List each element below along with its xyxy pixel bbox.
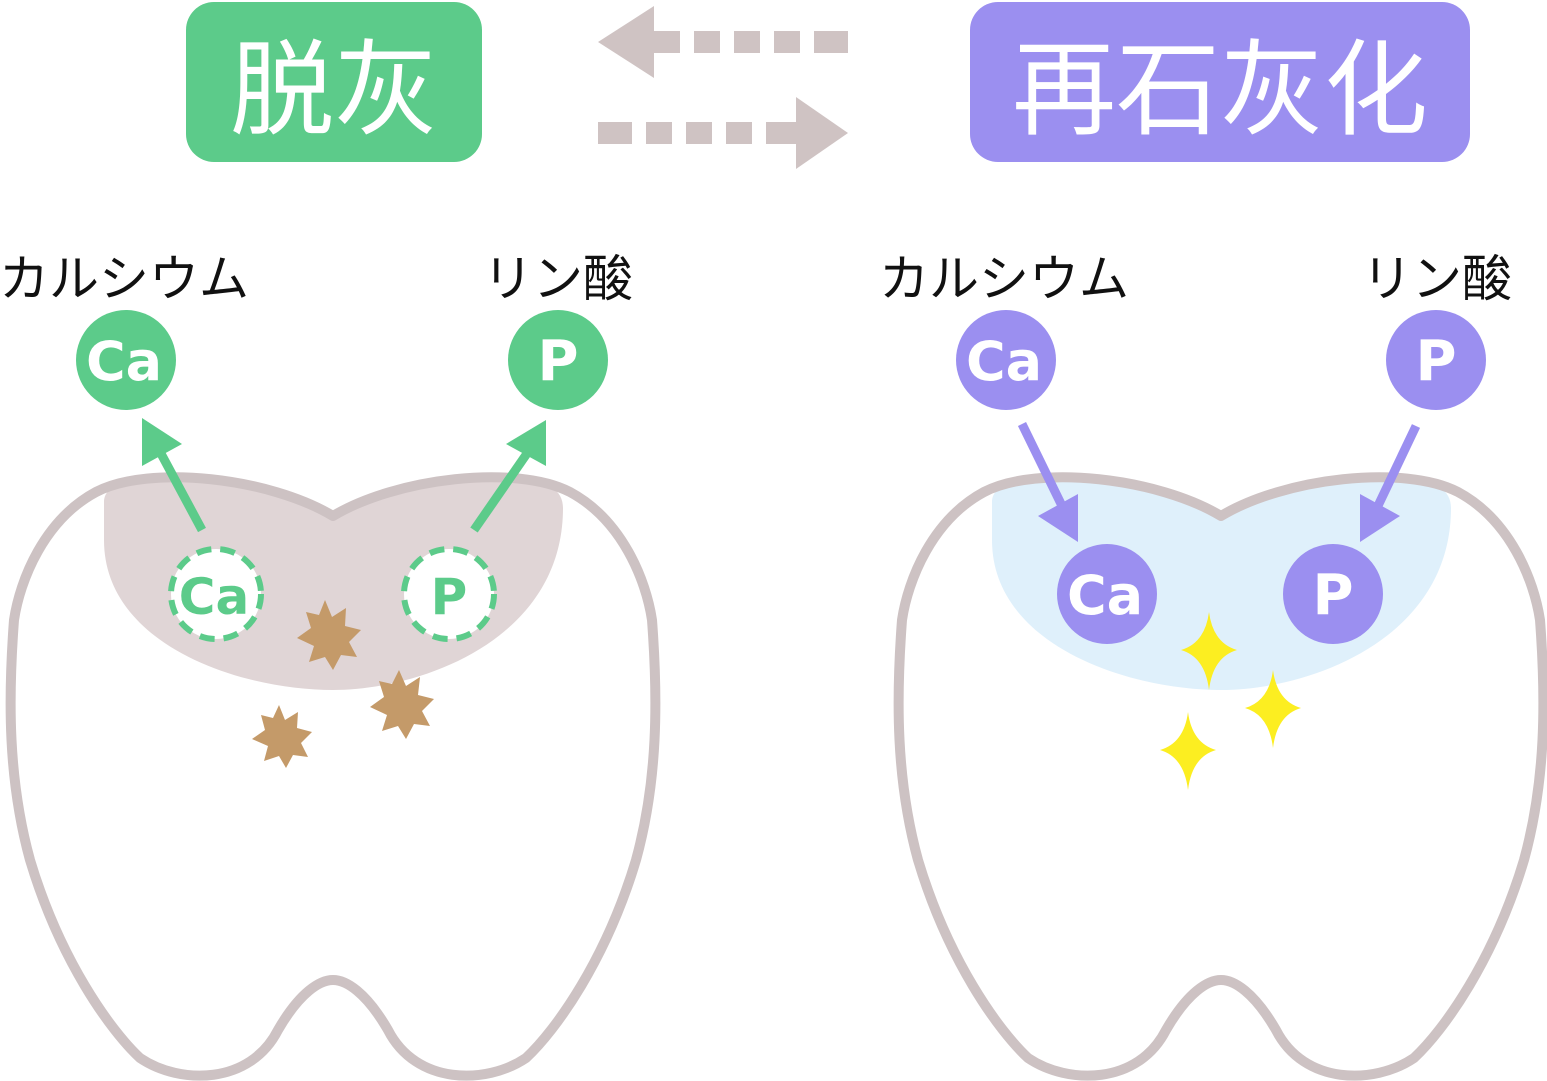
svg-text:Ca: Ca (179, 568, 249, 626)
demineralization-title-badge: 脱灰 (186, 2, 482, 162)
demineralized-tooth: Ca P (5, 418, 661, 1081)
arrow-to-demineralization (598, 6, 848, 78)
incoming-calcium-ion: Ca (956, 310, 1056, 410)
svg-text:Ca: Ca (86, 330, 162, 393)
calcium-uptake-arrow (1017, 422, 1078, 542)
reversible-arrows-icon (598, 6, 848, 169)
sparkle-icon (1160, 612, 1301, 790)
tooth-outline (893, 472, 1547, 1081)
demineralization-phosphate-label: リン酸 (483, 250, 633, 308)
released-calcium-ion: Ca (76, 310, 176, 410)
remineralization-phosphate-label: リン酸 (1362, 250, 1512, 308)
phosphate-release-arrow (470, 420, 546, 533)
remineralized-tooth: Ca P (893, 422, 1547, 1081)
dissolved-phosphate-ion: P (401, 546, 497, 642)
incoming-phosphate-ion: P (1386, 310, 1486, 410)
svg-text:P: P (431, 568, 468, 626)
tooth-outline (5, 472, 661, 1081)
restored-phosphate-ion: P (1283, 544, 1383, 644)
demineralization-title: 脱灰 (230, 29, 438, 151)
restored-calcium-ion: Ca (1057, 544, 1157, 644)
calcium-release-arrow (142, 418, 206, 533)
svg-text:P: P (537, 329, 578, 394)
remineralization-title-badge: 再石灰化 (970, 2, 1470, 162)
demineralization-calcium-label: カルシウム (0, 250, 249, 308)
svg-text:P: P (1415, 329, 1456, 394)
dissolved-calcium-ion: Ca (168, 546, 264, 642)
remineralization-calcium-label: カルシウム (879, 250, 1129, 308)
phosphate-uptake-arrow (1360, 424, 1421, 542)
arrow-to-remineralization (598, 97, 848, 169)
svg-text:Ca: Ca (1067, 564, 1143, 627)
svg-text:Ca: Ca (966, 330, 1042, 393)
bacteria-icon (252, 600, 434, 768)
released-phosphate-ion: P (508, 310, 608, 410)
svg-text:P: P (1312, 563, 1353, 628)
remineralization-title: 再石灰化 (1012, 29, 1428, 151)
